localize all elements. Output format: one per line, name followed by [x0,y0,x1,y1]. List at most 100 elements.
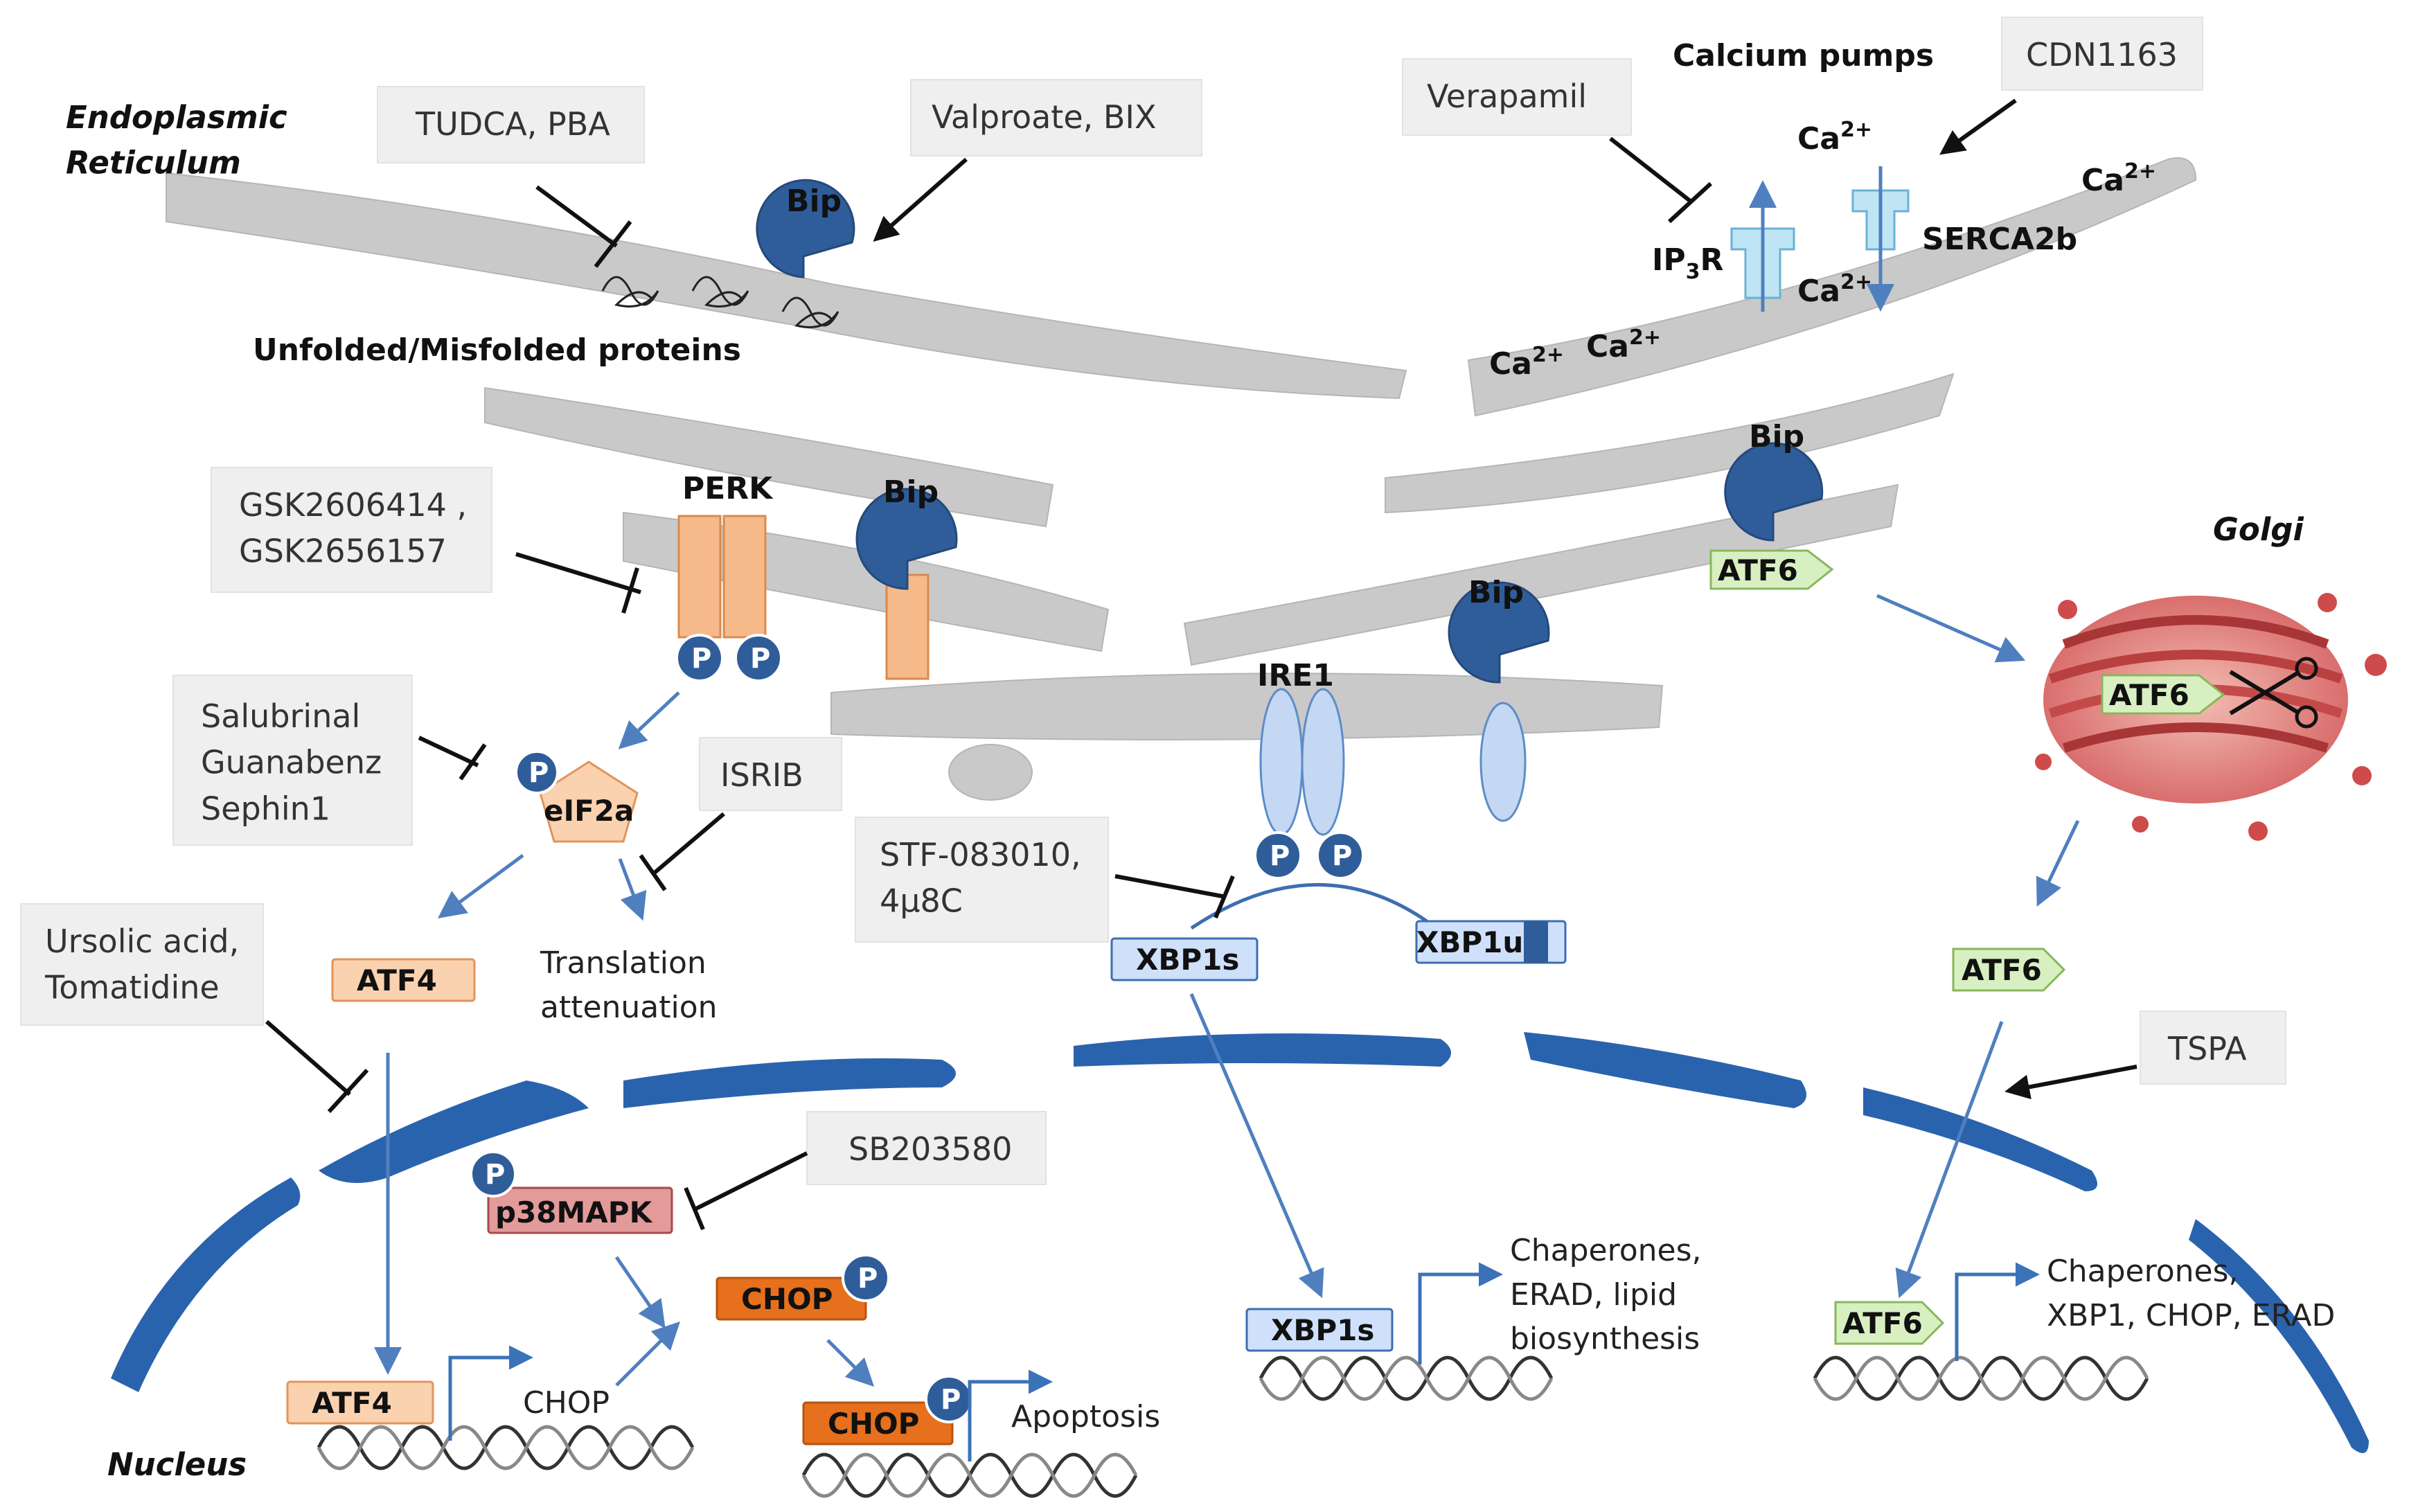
chop-gene-label: CHOP [523,1385,610,1421]
svg-text:ATF6: ATF6 [1718,553,1798,587]
svg-text:p38MAPK: p38MAPK [495,1195,653,1229]
drug-tspa: TSPA [2140,1011,2286,1085]
er-membrane-1 [166,172,1407,400]
nuclear-segment-2 [111,1177,301,1392]
svg-text:ATF4: ATF4 [312,1386,392,1420]
eif2a-phospho: P [515,750,559,794]
nucleus-region-label: Nucleus [107,1446,247,1483]
ca-ion-1: Ca2+ [1797,118,1872,157]
svg-text:XBP1u: XBP1u [1416,925,1523,959]
drug-tudca-label: TUDCA, PBA [415,105,610,143]
chop-protein: CHOP [715,1277,867,1321]
calcium-pumps-title: Calcium pumps [1673,38,1934,73]
bip-chaperone-atf6 [1724,442,1824,542]
promoter-xbp1s [1418,1262,1503,1364]
drug-verapamil: Verapamil [1402,58,1632,136]
perk-label: PERK [682,471,774,506]
atf6-er: ATF6 [1709,549,1834,590]
drug-cdn-label: CDN1163 [2026,36,2178,73]
xbp1s-nuclear: XBP1s [1245,1308,1394,1352]
dna-atf6 [1813,1355,2149,1401]
bip-label-top: Bip [786,184,842,219]
perk-receptor [677,515,767,639]
svg-text:ATF6: ATF6 [1962,953,2042,987]
drug-isrib: ISRIB [699,737,842,811]
atf6-golgi: ATF6 [2101,674,2225,715]
dna-atf4 [317,1425,695,1470]
er-membrane-4 [1385,373,1955,514]
promoter-apoptosis [968,1369,1053,1461]
dna-xbp1s [1259,1355,1554,1401]
bip-chaperone-top [756,179,855,278]
drug-sb-label: SB203580 [848,1130,1012,1168]
svg-text:CHOP: CHOP [741,1282,833,1316]
serca2b-pump [1851,166,1910,312]
ire1-phospho-1: P [1254,831,1302,880]
bip-label-atf6: Bip [1749,419,1804,454]
chop-phospho: P [842,1254,890,1302]
svg-text:P: P [941,1384,961,1416]
drug-tspa-label: TSPA [2167,1030,2247,1067]
svg-text:P: P [691,643,711,675]
apoptosis-label: Apoptosis [1011,1399,1160,1434]
nuclear-segment-5 [1524,1032,1806,1108]
er-membrane-6 [1183,483,1899,666]
atf6-cytoplasm: ATF6 [1952,948,2066,992]
chop-nuclear-phospho: P [925,1375,973,1423]
ca-ion-3: Ca2+ [1797,270,1872,309]
bip-bound-stem-2 [1479,702,1527,822]
ca-ion-2: Ca2+ [2081,159,2156,198]
svg-text:P: P [1332,840,1352,872]
svg-text:ATF4: ATF4 [357,963,437,997]
xbp1u-cytoplasm: XBP1u [1415,920,1567,964]
drug-stf-label: STF-083010,4μ8C [880,836,1081,920]
drug-gsk-label: GSK2606414 ,GSK2656157 [239,486,467,570]
xbp1s-cytoplasm: XBP1s [1110,937,1259,981]
svg-text:P: P [857,1263,878,1295]
svg-text:eIF2a: eIF2a [544,794,634,828]
perk-phospho-1: P [675,634,724,682]
svg-text:ATF6: ATF6 [1842,1306,1923,1340]
svg-text:CHOP: CHOP [828,1407,919,1441]
bip-label-perk: Bip [883,474,939,510]
dna-chop [801,1452,1138,1498]
ip3r-channel [1730,180,1795,312]
er-membranes [166,157,2197,801]
bip-chaperone-perk [855,488,958,590]
bip-chaperone-ire1 [1448,581,1550,684]
nuclear-segment-4 [1074,1033,1451,1067]
ire1-label: IRE1 [1257,658,1334,693]
drug-stf: STF-083010,4μ8C [855,817,1109,943]
drug-isrib-label: ISRIB [720,756,803,794]
svg-text:Ca2+: Ca2+ [1586,326,1661,364]
svg-text:P: P [485,1159,505,1191]
promoter-chop [448,1345,533,1441]
atf6-targets-label: Chaperones,XBP1, CHOP, ERAD [2047,1254,2335,1333]
drug-tudca: TUDCA, PBA [377,86,645,163]
atf4-protein: ATF4 [331,958,476,1002]
scissors-icon [2229,657,2318,729]
svg-text:ATF6: ATF6 [2109,678,2189,712]
nuclear-segment-6 [1863,1087,2097,1191]
svg-text:P: P [1270,840,1290,872]
drug-valproate-label: Valproate, BIX [932,98,1157,136]
perk-phospho-2: P [734,634,783,682]
svg-text:Ca2+: Ca2+ [1489,343,1564,382]
er-membrane-7 [830,673,1664,740]
atf4-nuclear: ATF4 [286,1380,434,1425]
er-vesicle [948,744,1033,801]
xbp1-splicing-arc [1190,883,1428,930]
promoter-atf6 [1955,1262,2040,1361]
ca-ion-4: Ca2+ [1489,343,1564,382]
ca-ion-5: Ca2+ [1586,326,1661,364]
drug-verapamil-label: Verapamil [1427,78,1587,115]
bip-bound-stem [885,573,930,680]
drug-ursolic-label: Ursolic acid,Tomatidine [44,923,239,1006]
nuclear-segment-3 [623,1058,956,1108]
